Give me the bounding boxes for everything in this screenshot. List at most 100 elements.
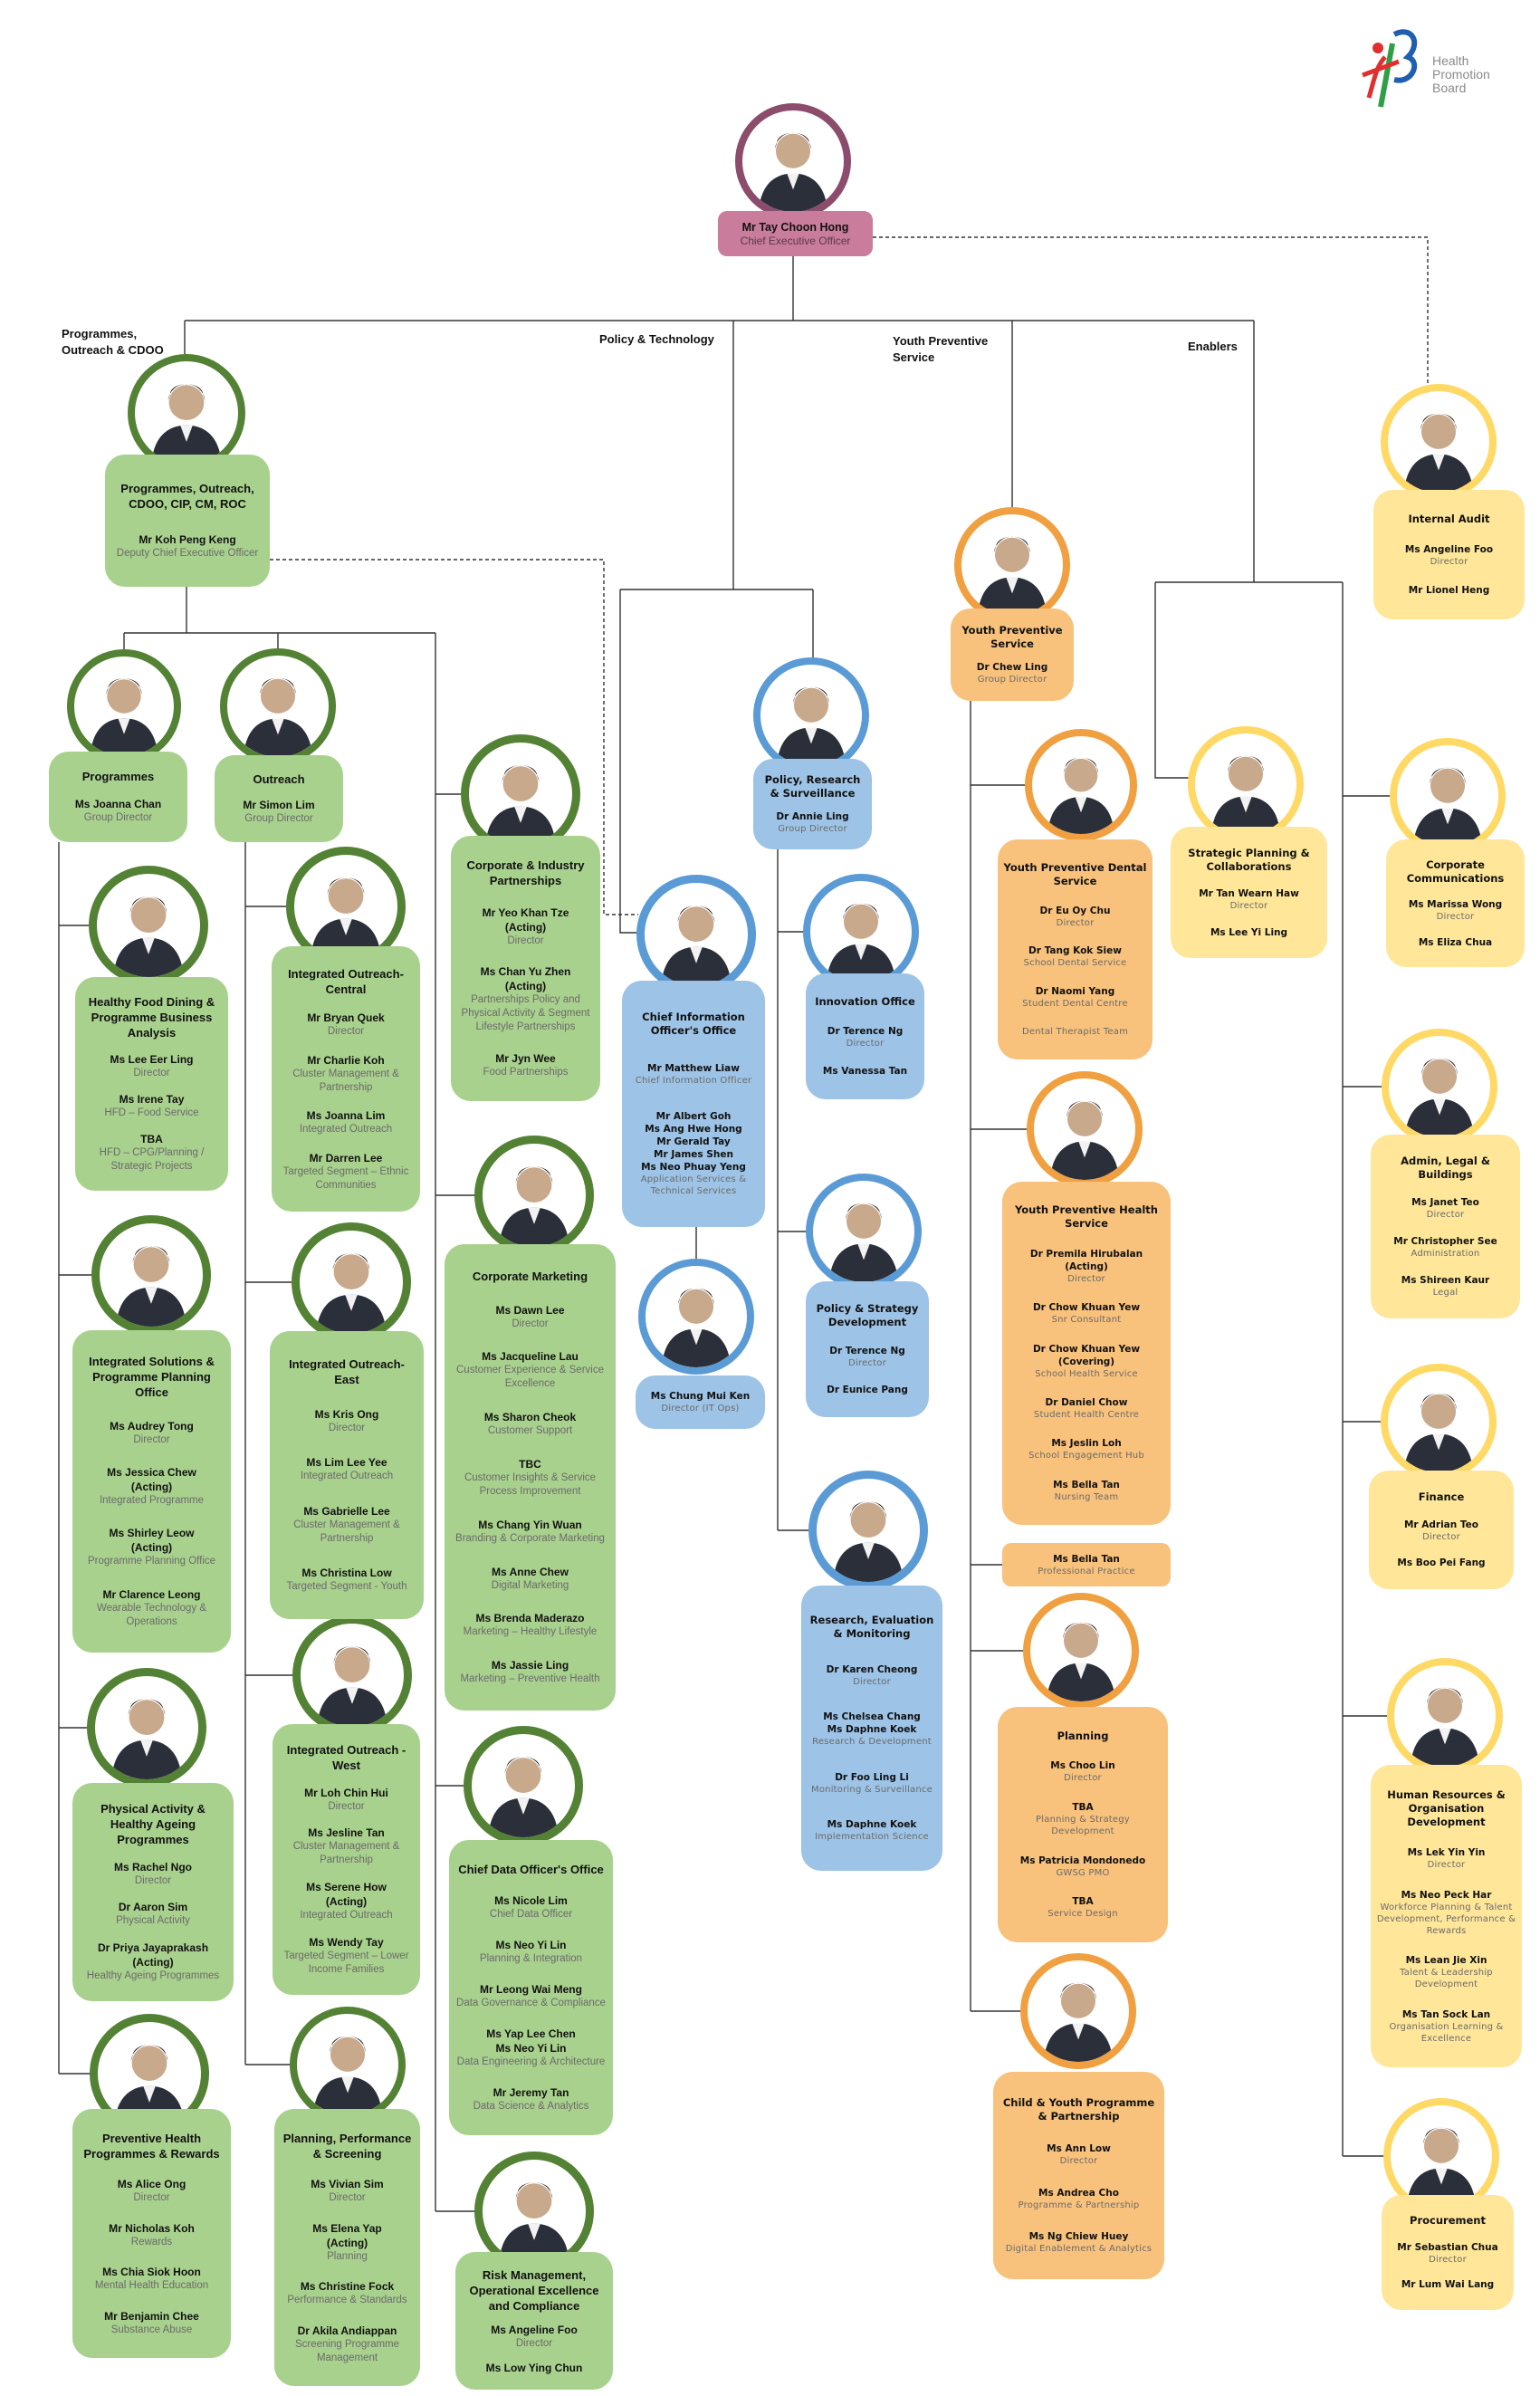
unit-card: Programmes, Outreach, CDOO, CIP, CM, ROC… xyxy=(105,455,270,587)
person-name: Dr Eu Oy Chu xyxy=(1039,905,1111,916)
person-role: Mental Health Education xyxy=(94,2280,209,2291)
unit-title: Finance xyxy=(1418,1490,1465,1503)
person-name: Dr Chew Ling xyxy=(976,662,1048,673)
person-silhouette-icon xyxy=(977,536,1047,616)
unit-title: Programmes, Outreach, CDOO, CIP, CM, ROC xyxy=(120,482,254,511)
person-name: Dr Annie Ling xyxy=(776,810,849,822)
person-name: Mr Clarence Leong xyxy=(102,1587,201,1601)
logo-figure-icon xyxy=(1362,29,1418,108)
person-name: Dr Tang Kok Siew xyxy=(1028,945,1122,957)
unit-title: Integrated Outreach - West xyxy=(286,1742,407,1772)
person-role: Director xyxy=(329,2192,366,2203)
person-name: Ms Shireen Kaur xyxy=(1401,1275,1490,1286)
person-silhouette-icon xyxy=(90,678,158,756)
person-photo-avatar xyxy=(128,354,245,472)
person-photo-avatar xyxy=(636,875,756,994)
person-role: Chief Executive Officer xyxy=(740,234,851,247)
person-name: Ms Serene How (Acting) xyxy=(306,1881,387,1909)
person-entry: Dr Premila Hirubalan (Acting)Director xyxy=(1030,1248,1143,1285)
unit-title: Integrated Solutions & Programme Plannin… xyxy=(89,1355,215,1400)
unit-title: Programmes xyxy=(81,770,155,784)
person-role: HFD – Food Service xyxy=(104,1107,199,1118)
person-role: Director xyxy=(133,1433,170,1445)
person-name: Mr Yeo Khan Tze (Acting) xyxy=(482,906,569,934)
person-silhouette-icon xyxy=(488,1757,559,1837)
unit-title: Preventive Health Programmes & Rewards xyxy=(83,2131,220,2161)
person-name: Ms Audrey Tong xyxy=(110,1419,194,1433)
person-photo-avatar xyxy=(1390,738,1506,854)
person-role: Customer Insights & Service Process Impr… xyxy=(464,1471,597,1497)
person-role: Director xyxy=(507,934,544,946)
person-entry: Ms Shirley Leow (Acting)Programme Planni… xyxy=(88,1526,215,1568)
person-silhouette-icon xyxy=(312,2036,383,2115)
person-entry: Mr Lum Wai Lang xyxy=(1401,2278,1494,2291)
person-role: Targeted Segment – Ethnic Communities xyxy=(282,1165,409,1191)
person-name: Ms Nicole Lim xyxy=(494,1894,568,1907)
person-entry: Ms Elena Yap (Acting)Planning xyxy=(312,2221,381,2264)
person-photo-avatar xyxy=(67,649,181,763)
unit-title: Human Resources & Organisation Developme… xyxy=(1387,1787,1506,1828)
person-role: Director xyxy=(1056,917,1095,928)
person-silhouette-icon xyxy=(151,384,222,465)
person-name: Ms Rachel Ngo xyxy=(113,1860,192,1874)
person-silhouette-icon xyxy=(243,677,313,757)
person-role: Planning xyxy=(327,2250,368,2262)
person-name: Ms Brenda Maderazo xyxy=(475,1612,585,1625)
person-role: Customer Experience & Service Excellence xyxy=(456,1365,604,1390)
person-role: Digital Enablement & Analytics xyxy=(1005,2243,1153,2254)
person-photo-avatar xyxy=(753,657,869,773)
person-photo-avatar xyxy=(91,1215,211,1335)
person-name: Ms Dawn Lee xyxy=(495,1303,565,1317)
reporting-line xyxy=(619,589,638,934)
person-name: Ms Elena Yap (Acting) xyxy=(312,2221,382,2249)
unit-title: Youth Preventive Health Service xyxy=(1015,1203,1158,1231)
person-role: Integrated Outreach xyxy=(299,1124,393,1135)
person-name: Ms Gabrielle Lee xyxy=(303,1504,390,1518)
person-name: Ms Shirley Leow (Acting) xyxy=(109,1527,195,1555)
person-role: Organisation Learning & Excellence xyxy=(1389,2021,1504,2044)
dotted-reporting-line xyxy=(873,236,1429,384)
person-role: Director xyxy=(853,1677,891,1688)
person-photo-avatar xyxy=(1381,1364,1497,1480)
person-role: Cluster Management & Partnership xyxy=(293,1519,400,1544)
person-name: Ms Irene Tay xyxy=(119,1093,185,1106)
person-name: Mr Christopher See xyxy=(1393,1236,1497,1247)
person-photo-avatar xyxy=(1023,1593,1139,1709)
person-photo-avatar xyxy=(292,1222,411,1342)
person-entry: Dr Chow Khuan Yew (Covering)School Healt… xyxy=(1033,1343,1140,1380)
person-name: Dr Priya Jayaprakash (Acting) xyxy=(97,1941,209,1970)
person-photo-avatar xyxy=(1020,1953,1136,2069)
person-role: School Dental Service xyxy=(1023,958,1127,969)
person-name: Ms Alice Ong xyxy=(117,2178,187,2190)
person-silhouette-icon xyxy=(116,1246,187,1327)
person-name: Dr Chow Khuan Yew xyxy=(1032,1302,1141,1314)
